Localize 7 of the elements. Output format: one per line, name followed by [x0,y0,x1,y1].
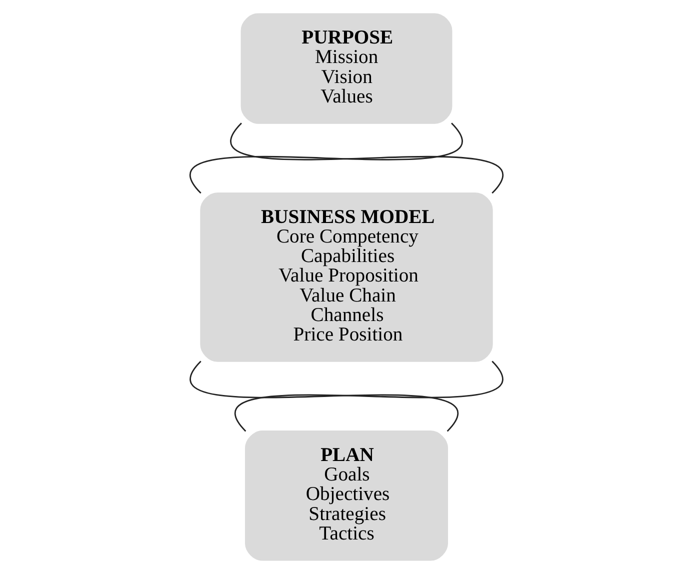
node-box: PURPOSE Mission Vision Values [240,13,452,124]
connector [189,122,462,194]
node-box: PLAN Goals Objectives Strategies Tactics [244,430,448,561]
connector [189,360,458,432]
connector [230,122,503,194]
connector [234,360,503,432]
node-box: BUSINESS MODEL Core Competency Capabilities Value Proposition Value Chain Channels Price Position [200,192,492,362]
